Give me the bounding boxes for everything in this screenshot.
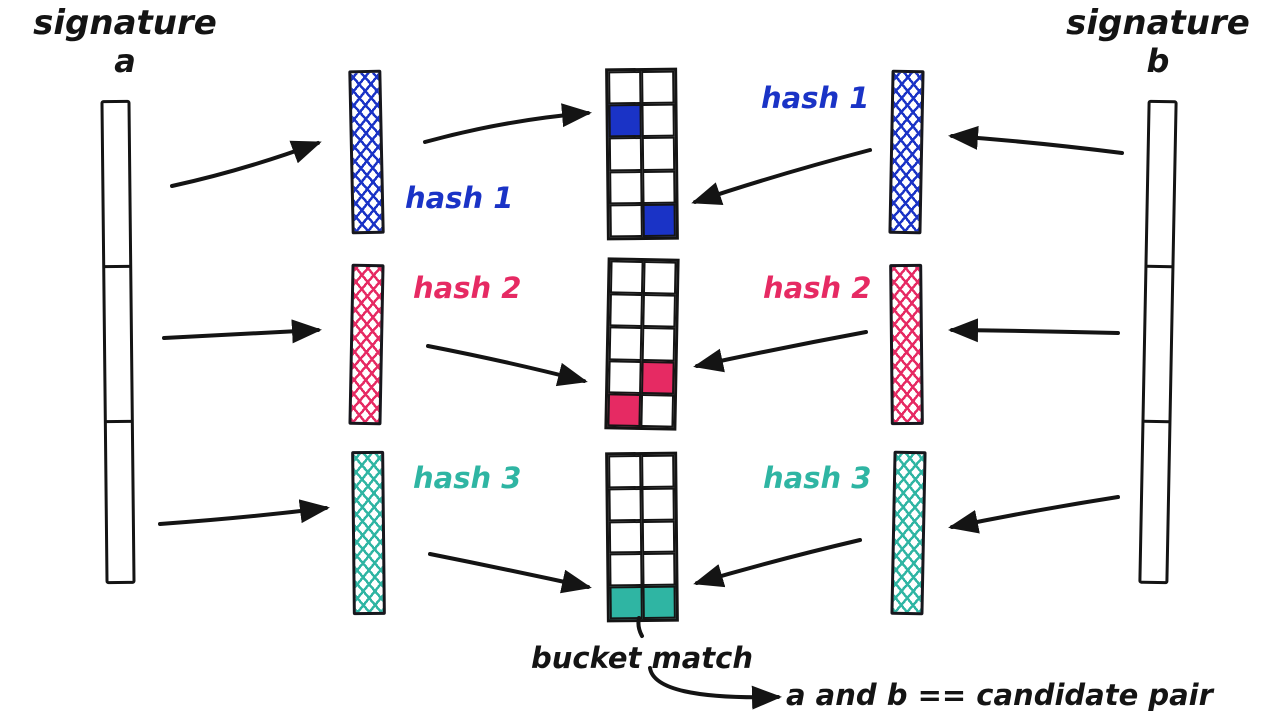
- bucket-cell: [609, 260, 644, 295]
- arrow-hash2-grid2: [426, 344, 588, 387]
- hash3-label-right: hash 3: [763, 461, 872, 495]
- bucket-cell: [642, 170, 676, 204]
- segment-divider: [104, 264, 131, 269]
- bucket-cell: [608, 326, 643, 361]
- bucket-cell: [608, 520, 643, 554]
- bucket-cell: [608, 359, 642, 394]
- hash3-label-left: hash 3: [413, 461, 522, 495]
- bucket-cell: [608, 104, 642, 138]
- arrow-hash3-grid3: [428, 552, 592, 594]
- signature-a-letter: a: [114, 42, 136, 81]
- signature-a-label: signature a: [25, 3, 225, 81]
- hash1-bar-left: [348, 69, 385, 235]
- arrow-siga-hash1: [170, 140, 322, 188]
- hash1-bar-right: [888, 69, 925, 235]
- candidate-pair-label: a and b == candidate pair: [786, 678, 1213, 712]
- hash1-label-left: hash 1: [405, 181, 514, 215]
- bucket-cell: [642, 585, 676, 619]
- arrow-siga-hash3: [158, 499, 330, 526]
- signature-b-label: signature b: [1058, 3, 1258, 81]
- signature-b-letter: b: [1146, 42, 1170, 81]
- arrow-hash1r-grid1: [691, 148, 872, 206]
- bucket-cell: [641, 487, 675, 521]
- bucket-grid-hash2: [604, 257, 680, 431]
- bucket-cell: [642, 553, 676, 587]
- bucket-cell: [642, 261, 677, 295]
- bucket-cell: [641, 327, 676, 362]
- bucket-match-label: bucket match: [531, 641, 753, 675]
- bucket-cell: [609, 553, 643, 587]
- hash2-label-left: hash 2: [413, 271, 522, 305]
- hash1-label-right: hash 1: [761, 81, 870, 115]
- arrow-siga-hash2: [162, 319, 322, 344]
- bucket-cell: [642, 203, 676, 237]
- bucket-cell: [609, 203, 643, 238]
- hash3-bar-right: [890, 450, 927, 616]
- bucket-cell: [641, 70, 675, 105]
- arrow-hash1-grid1: [423, 103, 592, 144]
- bucket-cell: [607, 393, 642, 427]
- arrow-sigb-hash1: [948, 125, 1124, 155]
- arrow-hash2r-grid2: [693, 330, 868, 373]
- bucket-grid-hash1: [605, 67, 679, 241]
- bucket-cell: [641, 454, 675, 488]
- bucket-cell: [642, 294, 676, 329]
- arrow-sigb-hash2: [948, 318, 1120, 343]
- bucket-cell: [609, 586, 643, 620]
- bucket-cell: [608, 71, 642, 105]
- signature-b-bar: [1138, 99, 1178, 585]
- bucket-cell: [609, 170, 643, 205]
- bucket-cell: [608, 487, 642, 521]
- segment-divider: [1146, 264, 1173, 269]
- segment-divider: [1143, 419, 1170, 424]
- bucket-cell: [641, 137, 676, 171]
- bucket-cell: [641, 360, 675, 395]
- bucket-cell: [609, 293, 643, 328]
- bucket-cell: [608, 137, 643, 171]
- hash3-bar-left: [351, 450, 386, 616]
- hash2-label-right: hash 2: [763, 271, 872, 305]
- bucket-cell: [640, 393, 675, 428]
- segment-divider: [105, 419, 132, 424]
- hash2-bar-right: [889, 263, 924, 426]
- bucket-grid-hash3: [605, 451, 679, 623]
- signature-b-title: signature: [1066, 3, 1250, 43]
- hash2-bar-left: [348, 263, 385, 426]
- arrow-sigb-hash3: [948, 495, 1120, 534]
- bucket-cell: [641, 520, 676, 554]
- signature-a-bar: [100, 99, 136, 585]
- arrow-hash3r-grid3: [693, 538, 862, 588]
- bucket-cell: [641, 103, 675, 138]
- bucket-cell: [608, 455, 642, 489]
- signature-a-title: signature: [33, 3, 217, 43]
